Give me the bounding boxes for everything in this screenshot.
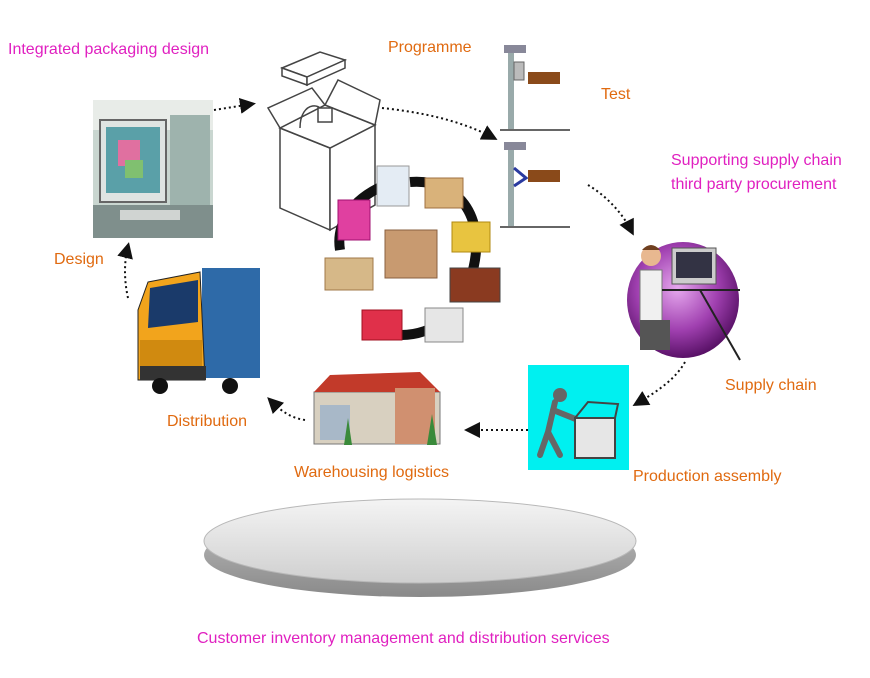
pallet-item xyxy=(324,257,374,291)
arrow-test-to-supply xyxy=(587,184,634,236)
programme-label: Programme xyxy=(388,39,472,56)
supply-chain-figure xyxy=(627,242,741,361)
integrated-packaging-design-label: Integrated packaging design xyxy=(8,41,210,58)
warehousing-logistics-label: Warehousing logistics xyxy=(294,464,450,481)
egg-tray-item xyxy=(449,267,501,303)
tape-rolls-item xyxy=(451,221,491,253)
arrow-box-to-test xyxy=(381,107,498,140)
test-rig-bottom xyxy=(500,142,570,228)
materials-ring xyxy=(324,165,501,343)
footer-caption: Customer inventory management and distri… xyxy=(197,630,610,647)
stacked-boxes-item xyxy=(384,229,438,279)
warehouse xyxy=(313,372,441,445)
production-assembly-panel xyxy=(528,365,629,470)
arrow-design-to-box xyxy=(213,97,256,114)
truck xyxy=(137,268,260,394)
supporting-supply-chain-label: Supporting supply chain xyxy=(671,152,842,169)
carton-item xyxy=(424,307,464,343)
design-label: Design xyxy=(54,251,104,268)
flow-arrows xyxy=(117,97,686,438)
magazine-item xyxy=(337,199,371,241)
film-rolls-item xyxy=(376,165,410,207)
platform-disc xyxy=(203,498,637,597)
red-foam-item xyxy=(361,309,403,341)
production-assembly-label: Production assembly xyxy=(633,468,782,485)
arrow-warehouse-to-distribution xyxy=(267,397,306,421)
carton-box xyxy=(266,51,381,232)
wooden-pallet-item xyxy=(424,177,464,209)
third-party-procurement-label: third party procurement xyxy=(671,176,837,193)
arrow-distribution-to-design xyxy=(117,242,133,299)
test-label: Test xyxy=(601,86,631,103)
design-photo xyxy=(93,100,213,238)
supply-chain-label: Supply chain xyxy=(725,377,817,394)
distribution-label: Distribution xyxy=(167,413,248,430)
test-rig-top xyxy=(500,45,570,131)
arrow-supply-to-production xyxy=(632,361,686,407)
